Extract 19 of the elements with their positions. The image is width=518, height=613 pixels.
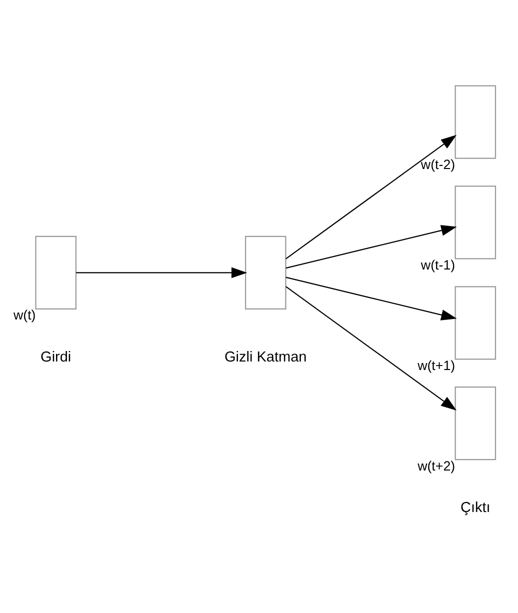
node-label: w(t+1)	[417, 357, 455, 372]
label: Girdi	[40, 348, 71, 365]
node-label: w(t+2)	[417, 458, 455, 473]
label: Çıktı	[460, 499, 490, 516]
arrow	[285, 286, 456, 410]
node-box	[454, 386, 496, 460]
node-label: w(t)	[12, 307, 36, 322]
arrow	[285, 276, 456, 320]
label: Gizli Katman	[224, 348, 306, 365]
node-box	[454, 286, 496, 360]
arrow	[76, 266, 247, 278]
node-box	[34, 235, 76, 310]
node-label: w(t-1)	[420, 256, 455, 272]
arrow	[285, 224, 456, 268]
node-label: w(t-2)	[420, 156, 455, 172]
node-box	[244, 235, 286, 310]
arrow	[285, 134, 456, 259]
node-box	[454, 185, 496, 259]
node-box	[454, 84, 496, 158]
